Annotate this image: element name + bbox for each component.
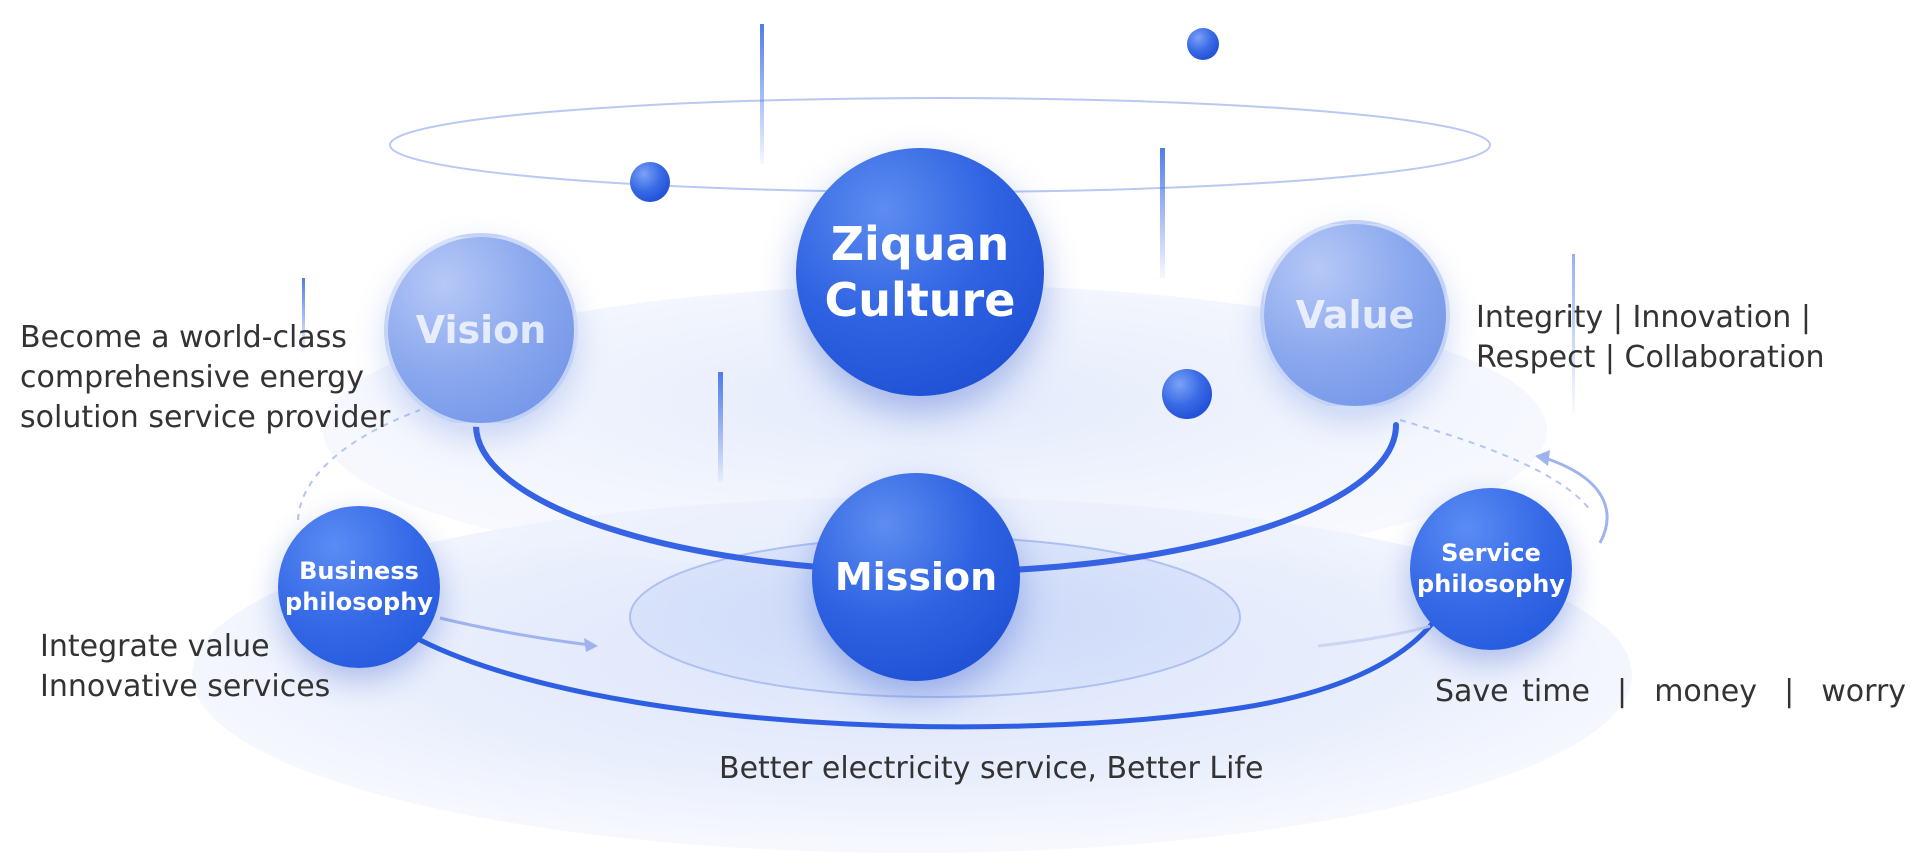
vertical-bar — [1572, 254, 1575, 414]
vision-label: Vision — [415, 308, 547, 352]
business-philosophy-label: Business philosophy — [285, 557, 433, 616]
outer-orbit-dashed-right — [1399, 419, 1591, 511]
ziquan-culture-label: Ziquan Culture — [824, 217, 1016, 327]
value-description: Integrity | Innovation | Respect | Colla… — [1476, 300, 1825, 375]
vertical-bar — [1160, 148, 1165, 278]
vision-node: Vision — [384, 233, 578, 427]
business-arrow — [439, 616, 591, 647]
decorative-orb — [1187, 28, 1219, 60]
service-arrow — [1544, 456, 1609, 544]
vertical-bar — [302, 278, 305, 353]
service-bottom-accent — [1317, 624, 1431, 648]
lower-orbit-ring — [417, 617, 1438, 730]
mission-label: Mission — [834, 555, 998, 599]
value-node: Value — [1260, 220, 1450, 410]
decorative-orb — [1162, 369, 1212, 419]
business-philosophy-node: Business philosophy — [278, 506, 440, 668]
service-philosophy-description: Save time | money | worry — [1435, 674, 1907, 709]
vision-description: Become a world-class comprehensive energ… — [20, 320, 391, 435]
middle-platform — [323, 285, 1547, 575]
vertical-bar — [718, 372, 723, 482]
vertical-bar — [760, 24, 764, 164]
service-arrow-head — [1535, 450, 1550, 466]
ziquan-culture-node: Ziquan Culture — [796, 148, 1044, 396]
business-philosophy-description: Integrate value Innovative services — [40, 629, 331, 704]
value-label: Value — [1295, 293, 1415, 337]
mission-node: Mission — [812, 473, 1020, 681]
outer-orbit-dashed-left — [297, 409, 421, 521]
decorative-orb — [630, 162, 670, 202]
business-arrow-head — [584, 638, 598, 652]
service-philosophy-node: Service philosophy — [1410, 488, 1572, 650]
mission-description: Better electricity service, Better Life — [719, 751, 1264, 786]
service-philosophy-label: Service philosophy — [1417, 539, 1565, 598]
